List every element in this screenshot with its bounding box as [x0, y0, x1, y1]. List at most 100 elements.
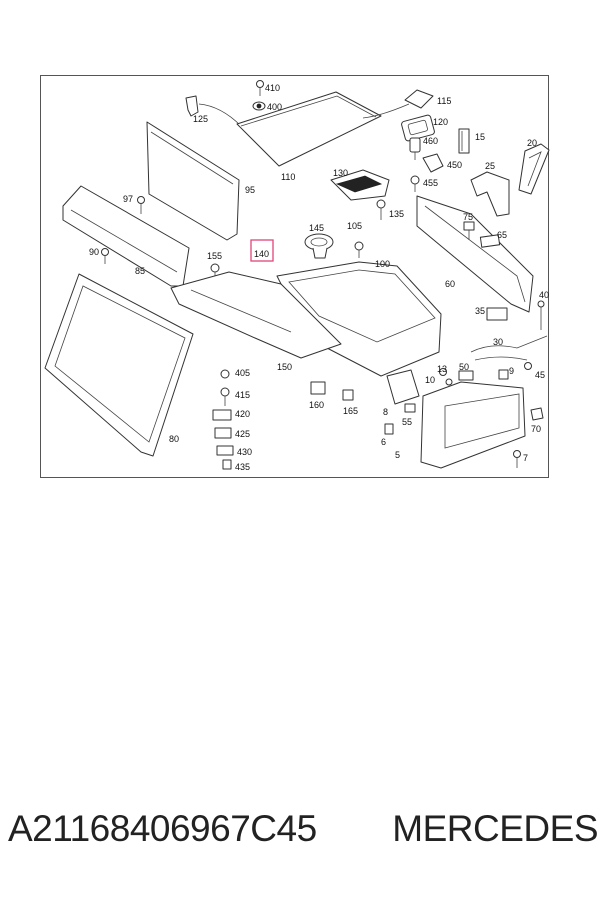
- frame-120-icon: [401, 114, 435, 142]
- label-430[interactable]: 430: [237, 447, 252, 457]
- lock-460-icon: [409, 137, 421, 160]
- label-400[interactable]: 400: [267, 102, 282, 112]
- part-number: A21168406967C45: [8, 808, 317, 849]
- nut-425-icon: [214, 427, 232, 439]
- screw-45-icon: [524, 362, 532, 370]
- label-25[interactable]: 25: [485, 161, 495, 171]
- clip-50-icon: [458, 370, 474, 381]
- label-35[interactable]: 35: [475, 306, 485, 316]
- label-120[interactable]: 120: [433, 117, 448, 127]
- label-70[interactable]: 70: [531, 424, 541, 434]
- side-panel-5: [420, 381, 526, 469]
- backrest-80: [44, 273, 194, 457]
- grommet-105-icon: [354, 241, 364, 258]
- panel-8: [386, 369, 420, 405]
- label-15[interactable]: 15: [475, 132, 485, 142]
- screw-410-icon: [256, 80, 264, 96]
- label-13[interactable]: 13: [437, 364, 447, 374]
- label-9[interactable]: 9: [509, 366, 514, 376]
- label-7[interactable]: 7: [523, 453, 528, 463]
- label-97[interactable]: 97: [123, 194, 133, 204]
- label-130[interactable]: 130: [333, 168, 348, 178]
- label-405[interactable]: 405: [235, 368, 250, 378]
- bolt-415-icon: [220, 387, 230, 406]
- screw-135-icon: [376, 199, 386, 220]
- label-85[interactable]: 85: [135, 266, 145, 276]
- hook-125-icon: [185, 95, 242, 127]
- clip-9-icon: [498, 369, 509, 380]
- label-155[interactable]: 155: [207, 251, 222, 261]
- parts-diagram: 410 400 115 125 120 15 20 460 450 25 455…: [40, 75, 550, 478]
- label-95[interactable]: 95: [245, 185, 255, 195]
- strap-115-icon: [362, 89, 434, 119]
- label-40[interactable]: 40: [539, 290, 549, 300]
- label-125[interactable]: 125: [193, 114, 208, 124]
- screw-7-icon: [513, 450, 521, 468]
- caption-bar: A21168406967C45 MERCEDES: [8, 808, 598, 850]
- label-435[interactable]: 435: [235, 462, 250, 472]
- bracket-15-icon: [458, 128, 470, 154]
- label-420[interactable]: 420: [235, 409, 250, 419]
- rear-panel-95: [146, 121, 240, 241]
- label-450[interactable]: 450: [447, 160, 462, 170]
- bracket-25-icon: [470, 171, 510, 217]
- clip-55-icon: [404, 403, 416, 413]
- label-50[interactable]: 50: [459, 362, 469, 372]
- label-160[interactable]: 160: [309, 400, 324, 410]
- nut-420-icon: [212, 409, 232, 421]
- label-10[interactable]: 10: [425, 375, 435, 385]
- nut-430-icon: [216, 445, 234, 456]
- label-460[interactable]: 460: [423, 136, 438, 146]
- label-415[interactable]: 415: [235, 390, 250, 400]
- exploded-view-svg: 410 400 115 125 120 15 20 460 450 25 455…: [44, 80, 550, 472]
- label-8[interactable]: 8: [383, 407, 388, 417]
- label-80[interactable]: 80: [169, 434, 179, 444]
- screw-455-icon: [410, 175, 420, 192]
- label-6[interactable]: 6: [381, 437, 386, 447]
- clip-160-icon: [310, 381, 326, 395]
- load-floor-110: [236, 91, 382, 167]
- label-115[interactable]: 115: [437, 96, 451, 106]
- label-20[interactable]: 20: [527, 138, 537, 148]
- brand-name: MERCEDES: [392, 808, 598, 849]
- clip-6-icon: [384, 423, 394, 435]
- clip-165-icon: [342, 389, 354, 401]
- clip-400-icon: [252, 101, 266, 111]
- seal-35-icon: [486, 307, 508, 321]
- latch-450-icon: [422, 153, 444, 173]
- label-105[interactable]: 105: [347, 221, 362, 231]
- floor-cover-150: [170, 271, 342, 359]
- label-135[interactable]: 135: [389, 209, 404, 219]
- clip-75-icon: [463, 221, 475, 240]
- label-145[interactable]: 145: [309, 223, 324, 233]
- connector-40-icon: [537, 300, 545, 330]
- label-110[interactable]: 110: [281, 172, 295, 182]
- handle-20-icon: [518, 143, 550, 195]
- label-5[interactable]: 5: [395, 450, 400, 460]
- label-90[interactable]: 90: [89, 247, 99, 257]
- clip-70-icon: [530, 407, 544, 421]
- label-165[interactable]: 165: [343, 406, 358, 416]
- callout-labels: 410 400 115 125 120 15 20 460 450 25 455…: [89, 83, 549, 472]
- label-425[interactable]: 425: [235, 429, 250, 439]
- label-100[interactable]: 100: [375, 259, 390, 269]
- label-45[interactable]: 45: [535, 370, 545, 380]
- label-60[interactable]: 60: [445, 279, 455, 289]
- label-30[interactable]: 30: [493, 337, 503, 347]
- label-455[interactable]: 455: [423, 178, 438, 188]
- plug-145-icon: [304, 233, 334, 259]
- label-65[interactable]: 65: [497, 230, 507, 240]
- side-trim-60: [416, 195, 534, 313]
- clip-10-icon: [445, 378, 453, 386]
- label-150[interactable]: 150: [277, 362, 292, 372]
- label-410[interactable]: 410: [265, 83, 280, 93]
- clip-90-icon: [101, 248, 109, 264]
- wiring-30: [470, 335, 548, 361]
- label-55[interactable]: 55: [402, 417, 412, 427]
- pad-65-icon: [479, 234, 501, 248]
- highlight-box-140: [250, 239, 274, 262]
- label-140[interactable]: 140: [254, 249, 269, 259]
- label-75[interactable]: 75: [463, 212, 473, 222]
- tray-130: [330, 169, 390, 201]
- clip-97-icon: [137, 196, 145, 214]
